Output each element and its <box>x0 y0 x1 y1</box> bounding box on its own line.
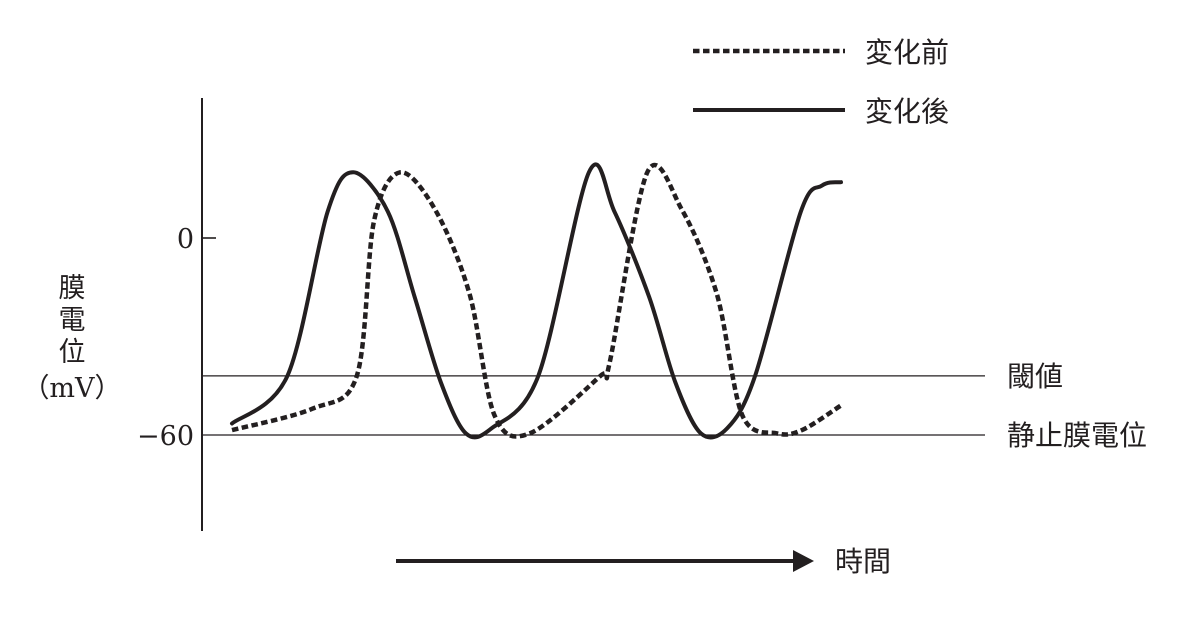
y-axis-title: 膜 電 位 （mV） <box>22 273 121 404</box>
axes <box>201 98 216 531</box>
series-line-before <box>231 162 843 439</box>
legend: 変化前 変化後 <box>693 36 949 128</box>
reference-label-threshold: 閾値 <box>1007 360 1063 393</box>
time-axis-label: 時間 <box>835 545 891 578</box>
reference-label-resting: 静止膜電位 <box>1007 419 1147 452</box>
legend-label-before: 変化前 <box>865 36 949 69</box>
y-tick-label-0: 0 <box>177 224 194 255</box>
y-axis-title-char-2: 電 <box>59 305 86 336</box>
time-arrow-head <box>793 550 814 572</box>
y-axis-title-unit: （mV） <box>22 373 121 404</box>
time-axis: 時間 <box>396 545 891 578</box>
y-tick-labels: 0 −60 <box>137 224 194 452</box>
y-tick-label-minus-60: −60 <box>137 421 194 452</box>
y-axis-title-char-1: 膜 <box>59 273 86 304</box>
series <box>230 162 843 440</box>
series-line-after <box>230 162 843 440</box>
legend-label-after: 変化後 <box>865 95 949 128</box>
y-axis-title-char-3: 位 <box>59 337 86 368</box>
